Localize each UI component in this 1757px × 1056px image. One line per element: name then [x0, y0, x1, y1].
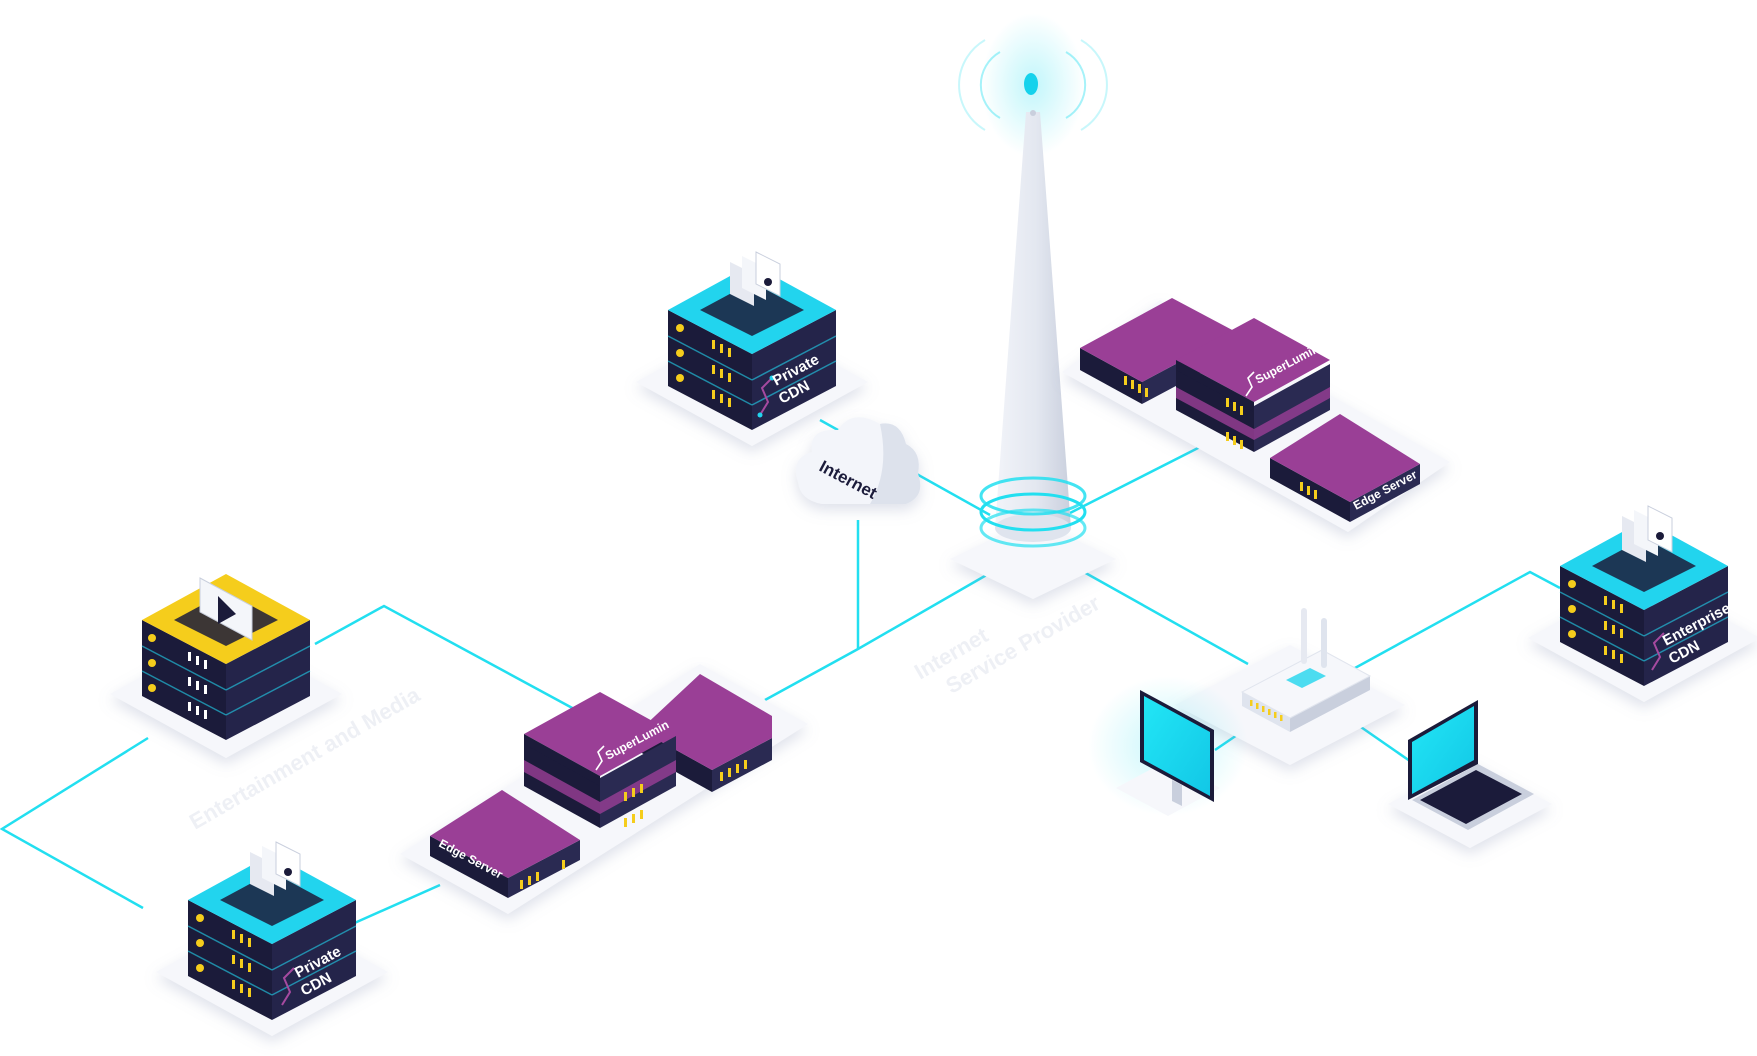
enterprise-cdn: Enterprise CDN: [1528, 505, 1757, 702]
broadcast-tower-icon: [950, 13, 1116, 599]
zone-label-isp: Internet Service Provider: [910, 590, 1105, 699]
edge-cluster-left: SuperLumin Edge Server: [400, 664, 808, 914]
cloud-icon: Internet: [795, 417, 921, 504]
superlumin-logo-icon: [757, 375, 775, 418]
tower-ring-lower: [979, 508, 1087, 548]
link-privatecdn-to-edge: [349, 883, 441, 927]
link-media-to-edge: [314, 604, 577, 712]
document-stack-icon: [1622, 505, 1673, 562]
monitor-icon: [1088, 676, 1248, 816]
edge-server-left: Edge Server: [430, 790, 580, 898]
superlumin-logo-icon: [1651, 632, 1665, 671]
superlumin-logo-icon: [281, 967, 295, 1006]
superlumin-stack-right: SuperLumin: [1176, 318, 1330, 452]
link-tower-to-edge: [1069, 445, 1201, 515]
link-loop-left: [0, 736, 149, 910]
superlumin-logo-icon: [1245, 371, 1255, 397]
document-stack-icon: [730, 251, 781, 306]
tower-base: [995, 514, 1071, 542]
tower-mast: [995, 112, 1071, 528]
link-tower-to-router: [1081, 569, 1249, 666]
media-server: [110, 574, 342, 758]
edge-cluster-right: SuperLumin Edge Server: [1062, 298, 1450, 532]
private-cdn-bottom: Private CDN: [156, 841, 388, 1036]
superlumin-stack-left: SuperLumin: [524, 692, 676, 828]
tower-ring-upper: [979, 476, 1087, 516]
tower-ring-middle: [979, 492, 1087, 532]
link-router-to-enterprise: [1354, 570, 1561, 670]
video-play-icon: [199, 577, 253, 641]
tower-signal-light: [1024, 73, 1038, 95]
laptop-icon: [1388, 700, 1552, 848]
document-stack-icon: [250, 841, 301, 896]
private-cdn-top: Private CDN: [636, 251, 868, 446]
superlumin-logo-icon: [595, 745, 605, 771]
